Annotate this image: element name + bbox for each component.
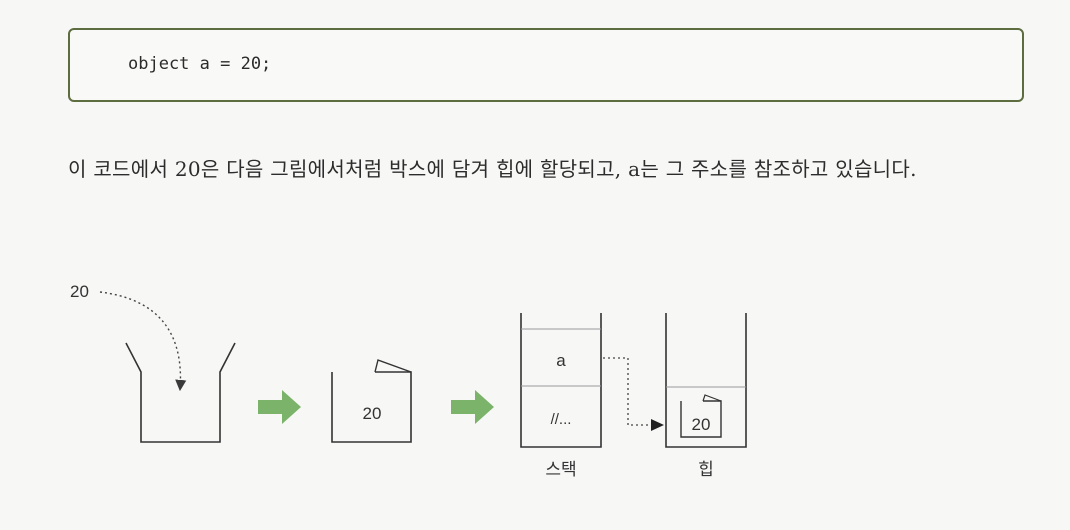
heap-caption: 힙: [698, 460, 714, 479]
heap-box: [680, 400, 722, 438]
code-line: object a = 20;: [128, 54, 272, 74]
reference-arrow: [603, 357, 662, 426]
value-label: 20: [70, 282, 89, 301]
box-lid: [374, 359, 412, 373]
heap-frame: [665, 313, 747, 448]
drop-path-arrow: [99, 291, 187, 392]
heap-box-lid: [702, 394, 722, 402]
stack-var-a: a: [556, 351, 566, 370]
box-container: [331, 371, 412, 443]
stack-comment: //...: [551, 411, 572, 428]
body-paragraph: 이 코드에서 20은 다음 그림에서처럼 박스에 담겨 힙에 할당되고, a는 …: [68, 157, 917, 181]
green-arrow-2: [451, 390, 494, 424]
heap-value: 20: [692, 415, 711, 434]
box-value: 20: [363, 404, 382, 423]
code-block: object a = 20;: [68, 28, 1024, 102]
stack-caption: 스택: [545, 460, 576, 479]
funnel-container: [125, 342, 236, 443]
reference-arrowhead: [651, 419, 664, 431]
stack-frame: [520, 313, 602, 448]
green-arrow-1: [258, 390, 301, 424]
